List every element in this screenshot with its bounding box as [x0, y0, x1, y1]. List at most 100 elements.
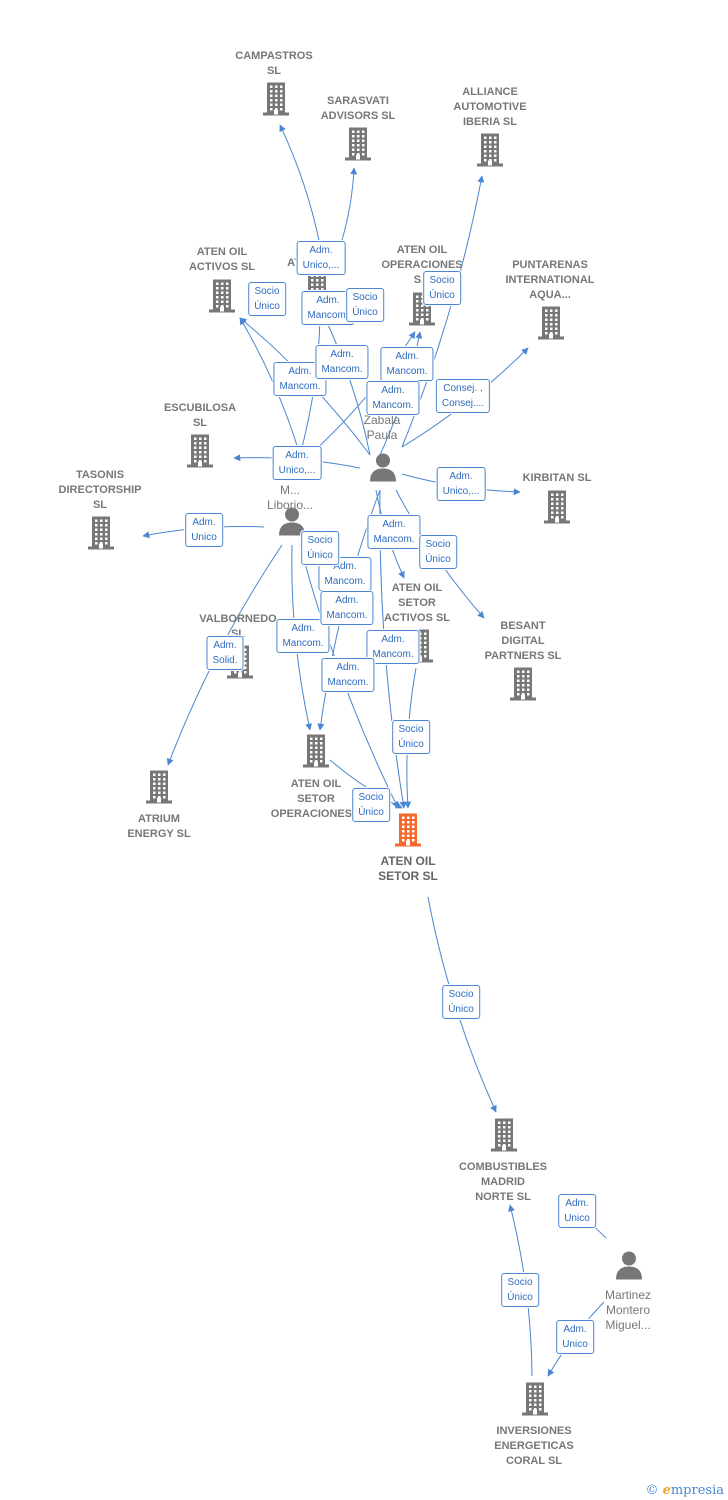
node-icon-p_liborio[interactable]: [277, 506, 307, 541]
node-label: COMBUSTIBLES MADRID NORTE SL: [459, 1161, 547, 1203]
building-icon: [303, 734, 329, 768]
relation-badge[interactable]: Adm. Unico,...: [272, 446, 322, 480]
relation-badge[interactable]: Socio Único: [419, 535, 457, 569]
node-label: ESCUBILOSA SL: [163, 402, 237, 429]
node-icon-atrium[interactable]: [143, 770, 175, 809]
node-label: ATEN OIL SETOR OPERACIONES...: [270, 778, 362, 820]
node-combustibles[interactable]: COMBUSTIBLES MADRID NORTE SL: [459, 1160, 547, 1205]
relation-badge[interactable]: Socio Único: [442, 985, 480, 1019]
relation-badge[interactable]: Adm. Mancom.: [321, 658, 375, 692]
relation-badge[interactable]: Socio Único: [346, 288, 384, 322]
relation-badge[interactable]: Consej. , Consej....: [435, 379, 491, 413]
node-aten_operaciones_s[interactable]: ATEN OIL OPERACIONES S...: [381, 243, 462, 288]
building-icon: [395, 813, 421, 847]
relation-badge[interactable]: Adm. Unico: [558, 1194, 596, 1228]
footer-brand: © empresia: [645, 1483, 724, 1498]
node-label: Martinez Montero Miguel...: [604, 1288, 652, 1332]
relation-badge[interactable]: Socio Único: [301, 531, 339, 565]
brand-name: mpresia: [670, 1483, 724, 1498]
node-label: ATEN OIL OPERACIONES S...: [381, 244, 463, 286]
node-escubilosa[interactable]: ESCUBILOSA SL: [164, 401, 236, 431]
building-icon: [538, 306, 564, 340]
node-icon-puntarenas[interactable]: [535, 306, 567, 345]
node-icon-aten_setor[interactable]: [392, 813, 424, 852]
relation-badge[interactable]: Socio Único: [501, 1273, 539, 1307]
node-icon-kirbitan[interactable]: [541, 490, 573, 529]
relation-badge[interactable]: Socio Único: [248, 282, 286, 316]
node-icon-p_zabala[interactable]: [368, 452, 398, 487]
node-icon-besant[interactable]: [507, 667, 539, 706]
building-icon: [522, 1382, 548, 1416]
relation-badge[interactable]: Adm. Unico: [185, 513, 223, 547]
node-label: ATEN OIL SETOR ACTIVOS SL: [383, 582, 451, 624]
node-label: ATRIUM ENERGY SL: [127, 813, 191, 840]
node-atrium[interactable]: ATRIUM ENERGY SL: [127, 812, 190, 842]
relation-badge[interactable]: Adm. Mancom.: [366, 381, 420, 415]
building-icon: [146, 770, 172, 804]
relation-badge[interactable]: Socio Único: [392, 720, 430, 754]
node-icon-setor_operaciones[interactable]: [300, 734, 332, 773]
node-icon-escubilosa[interactable]: [184, 434, 216, 473]
building-icon: [510, 667, 536, 701]
node-tasonis[interactable]: TASONIS DIRECTORSHIP SL: [59, 468, 142, 513]
building-icon: [187, 434, 213, 468]
building-icon: [88, 516, 114, 550]
node-campastros[interactable]: CAMPASTROS SL: [235, 49, 312, 79]
building-icon: [263, 82, 289, 116]
relation-badge[interactable]: Adm. Unico,...: [296, 241, 346, 275]
relation-badge[interactable]: Adm. Unico: [556, 1320, 594, 1354]
node-label: SARASVATI ADVISORS SL: [320, 95, 396, 122]
node-label: TASONIS DIRECTORSHIP SL: [58, 469, 142, 511]
node-puntarenas[interactable]: PUNTARENAS INTERNATIONAL AQUA...: [505, 258, 594, 303]
node-label: ATEN OIL SETOR SL: [378, 854, 438, 883]
relation-badge[interactable]: Adm. Mancom.: [276, 619, 330, 653]
person-icon: [279, 507, 305, 536]
edge-p_liborio-to-sarasvati: [341, 167, 358, 241]
node-setor_activos[interactable]: ATEN OIL SETOR ACTIVOS SL: [384, 581, 450, 626]
node-setor_operaciones[interactable]: ATEN OIL SETOR OPERACIONES...: [271, 777, 361, 822]
building-icon: [345, 127, 371, 161]
node-label: CAMPASTROS SL: [235, 50, 313, 77]
edge-p_liborio-to-campastros: [279, 124, 321, 246]
node-alliance[interactable]: ALLIANCE AUTOMOTIVE IBERIA SL: [453, 85, 526, 130]
relation-badge[interactable]: Adm. Unico,...: [436, 467, 486, 501]
node-aten_activos[interactable]: ATEN OIL ACTIVOS SL: [189, 245, 255, 275]
copyright-symbol: ©: [645, 1483, 659, 1498]
edge-p_zabala-to-aten_trunc: [324, 317, 371, 456]
relation-badge[interactable]: Socio Único: [352, 788, 390, 822]
node-label: ALLIANCE AUTOMOTIVE IBERIA SL: [453, 86, 527, 128]
building-icon: [477, 133, 503, 167]
building-icon: [544, 490, 570, 524]
relation-badge[interactable]: Adm. Mancom.: [301, 291, 355, 325]
node-besant[interactable]: BESANT DIGITAL PARTNERS SL: [485, 619, 562, 664]
relation-badge[interactable]: Socio Único: [423, 271, 461, 305]
node-icon-aten_activos[interactable]: [206, 279, 238, 318]
node-inversiones[interactable]: INVERSIONES ENERGETICAS CORAL SL: [494, 1424, 573, 1469]
building-icon: [491, 1118, 517, 1152]
node-label: BESANT DIGITAL PARTNERS SL: [484, 620, 562, 662]
brand-first-letter: e: [662, 1483, 671, 1498]
relation-badge[interactable]: Adm. Mancom.: [380, 347, 434, 381]
node-label: PUNTARENAS INTERNATIONAL AQUA...: [505, 259, 595, 301]
relation-badge[interactable]: Adm. Mancom.: [315, 345, 369, 379]
node-label: INVERSIONES ENERGETICAS CORAL SL: [494, 1425, 574, 1467]
node-icon-campastros[interactable]: [260, 82, 292, 121]
relation-badge[interactable]: Adm. Mancom.: [320, 591, 374, 625]
node-icon-p_martinez[interactable]: [614, 1250, 644, 1285]
node-sarasvati[interactable]: SARASVATI ADVISORS SL: [321, 94, 396, 124]
node-label: ATEN OIL ACTIVOS SL: [188, 246, 256, 273]
relation-badge[interactable]: Adm. Solid.: [206, 636, 244, 670]
node-icon-combustibles[interactable]: [488, 1118, 520, 1157]
node-p_martinez[interactable]: Martinez Montero Miguel...: [605, 1288, 651, 1333]
building-icon: [209, 279, 235, 313]
node-label: KIRBITAN SL: [522, 472, 592, 484]
node-icon-alliance[interactable]: [474, 133, 506, 172]
relation-badge[interactable]: Adm. Mancom.: [367, 515, 421, 549]
node-icon-sarasvati[interactable]: [342, 127, 374, 166]
node-kirbitan[interactable]: KIRBITAN SL: [523, 471, 592, 486]
node-icon-inversiones[interactable]: [519, 1382, 551, 1421]
relation-badge[interactable]: Adm. Mancom.: [366, 630, 420, 664]
node-aten_setor[interactable]: ATEN OIL SETOR SL: [378, 854, 438, 884]
node-icon-tasonis[interactable]: [85, 516, 117, 555]
